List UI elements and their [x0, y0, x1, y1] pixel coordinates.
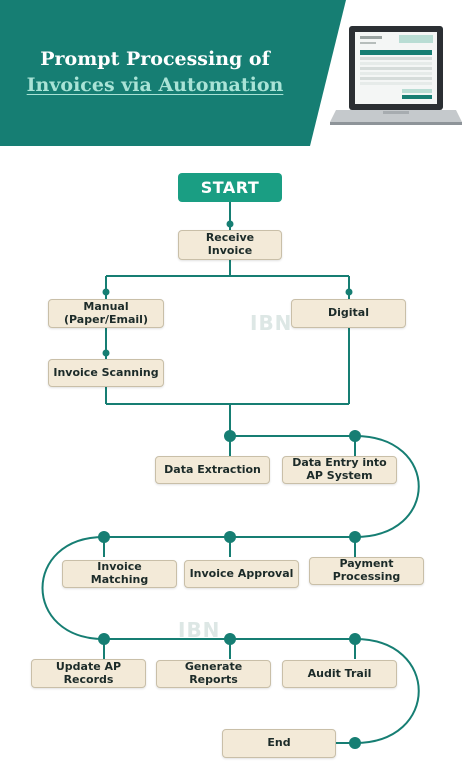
connector-dot [98, 633, 110, 645]
manual-node: Manual (Paper/Email) [48, 299, 164, 328]
connector-dot [349, 737, 361, 749]
connector-dot [349, 430, 361, 442]
connector-dot [224, 430, 236, 442]
invoice-scanning-node: Invoice Scanning [48, 359, 164, 387]
data-entry-node: Data Entry into AP System [282, 456, 397, 484]
invoice-matching-node: Invoice Matching [62, 560, 177, 588]
generate-reports-node: Generate Reports [156, 660, 271, 688]
receive-invoice-node: Receive Invoice [178, 230, 282, 260]
page-title-line1: Prompt Processing of [40, 48, 270, 70]
digital-node: Digital [291, 299, 406, 328]
connector-dot [102, 288, 110, 296]
connector-dot [349, 633, 361, 645]
connector-dot [226, 220, 234, 228]
audit-trail-node: Audit Trail [282, 660, 397, 688]
start-node: START [178, 173, 282, 202]
connector-dot [98, 531, 110, 543]
end-node: End [222, 729, 336, 758]
laptop-icon [330, 26, 462, 125]
payment-processing-node: Payment Processing [309, 557, 424, 585]
connector-dot [349, 531, 361, 543]
watermark-upper: IBN [250, 311, 293, 335]
invoice-approval-node: Invoice Approval [184, 560, 299, 588]
connector-dot [224, 633, 236, 645]
banner-graphic [0, 0, 462, 146]
update-ap-records-node: Update AP Records [31, 659, 146, 688]
page-title-line2: Invoices via Automation [26, 74, 284, 96]
connector-dot [102, 349, 110, 357]
header-banner: Prompt Processing of Invoices via Automa… [0, 0, 474, 146]
data-extraction-node: Data Extraction [155, 456, 270, 484]
connector-dot [224, 531, 236, 543]
connector-dot [345, 288, 353, 296]
banner-shape [0, 0, 346, 146]
